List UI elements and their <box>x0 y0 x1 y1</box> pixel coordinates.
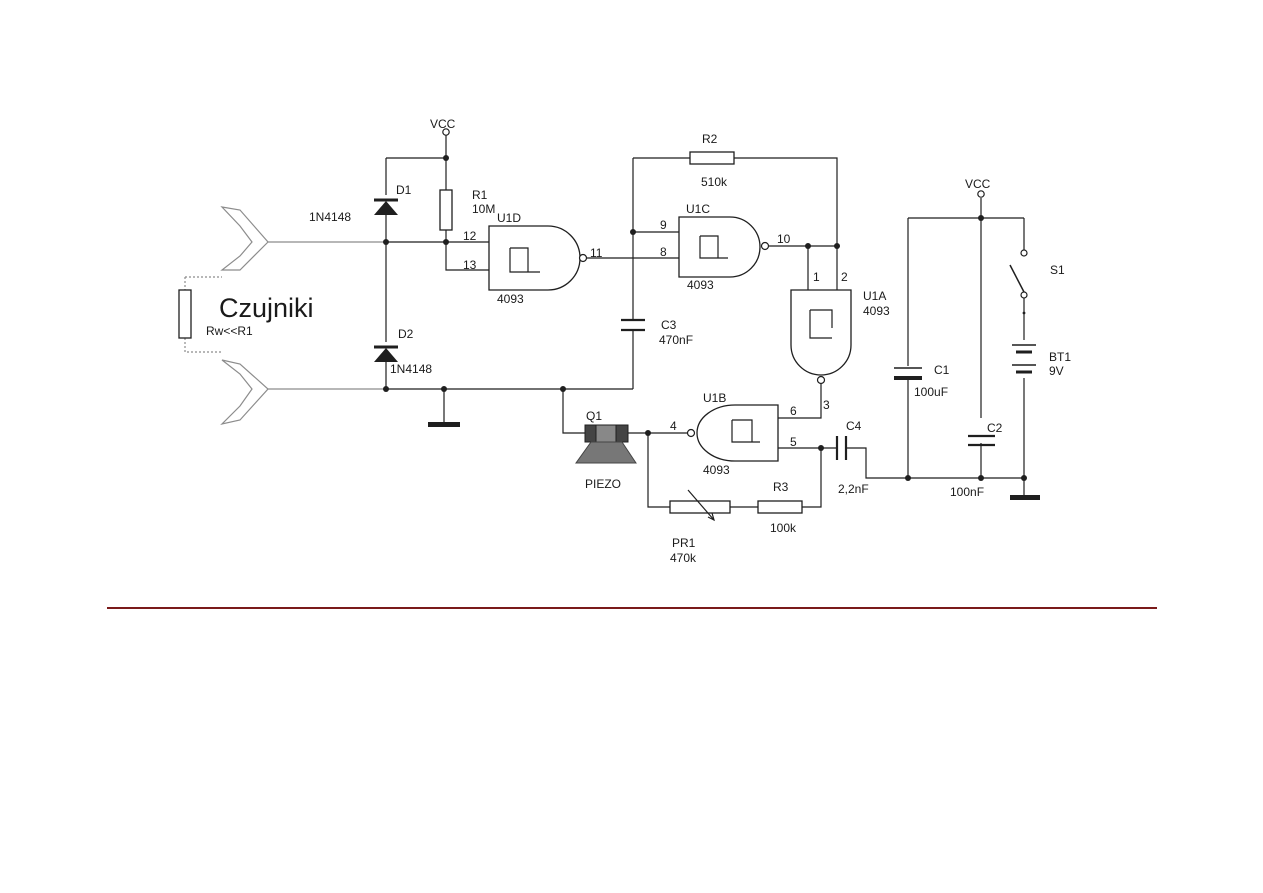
u1d-part: 4093 <box>497 292 524 306</box>
c3-ref: C3 <box>661 318 677 332</box>
r2-ref: R2 <box>702 132 718 146</box>
u1c-ref: U1C <box>686 202 710 216</box>
q1-ref: Q1 <box>586 409 602 423</box>
r1-value: 10M <box>472 202 495 216</box>
d2-ref: D2 <box>398 327 414 341</box>
u1b-pin-a: 6 <box>790 404 797 418</box>
d2-part: 1N4148 <box>390 362 432 376</box>
q1-part: PIEZO <box>585 477 621 491</box>
potentiometer-pr1 <box>669 489 731 522</box>
u1a-pin-a: 1 <box>813 270 820 284</box>
u1d-ref: U1D <box>497 211 521 225</box>
d1-ref: D1 <box>396 183 412 197</box>
u1a-pin-out: 3 <box>823 398 830 412</box>
vcc-left-label: VCC <box>430 117 456 131</box>
pr1-value: 470k <box>670 551 697 565</box>
gate-u1b <box>686 404 779 462</box>
power-wiring <box>907 198 1025 495</box>
c1-ref: C1 <box>934 363 950 377</box>
c3-value: 470nF <box>659 333 693 347</box>
horizontal-rule <box>107 607 1157 609</box>
u1c-pin-a: 9 <box>660 218 667 232</box>
sensor-electrodes <box>220 206 386 426</box>
c1-value: 100uF <box>914 385 948 399</box>
r3-value: 100k <box>770 521 797 535</box>
s1-ref: S1 <box>1050 263 1065 277</box>
u1c-pin-b: 8 <box>660 245 667 259</box>
r2-value: 510k <box>701 175 728 189</box>
bt1-ref: BT1 <box>1049 350 1071 364</box>
u1d-pin-b: 13 <box>463 258 477 272</box>
diode-d1 <box>374 198 398 215</box>
capacitor-c2 <box>968 434 995 447</box>
u1d-pin-out: 11 <box>590 246 603 260</box>
c2-value: 100nF <box>950 485 984 499</box>
sensor-resistor <box>178 276 222 353</box>
vcc-terminal-right <box>977 190 985 198</box>
resistor-r2 <box>689 151 735 165</box>
capacitor-c3 <box>621 318 645 332</box>
u1c-part: 4093 <box>687 278 714 292</box>
gate-u1c <box>678 216 770 278</box>
ground-symbol-left <box>428 422 460 427</box>
u1b-pin-out: 4 <box>670 419 677 433</box>
gate-u1d <box>488 225 588 291</box>
diode-d2 <box>374 345 398 362</box>
u1c-pin-out: 10 <box>777 232 791 246</box>
pr1-ref: PR1 <box>672 536 696 550</box>
d1-part: 1N4148 <box>309 210 351 224</box>
sensor-resistor-label: Rw<<R1 <box>206 324 253 338</box>
u1a-ref: U1A <box>863 289 886 303</box>
battery-bt1 <box>1012 344 1036 374</box>
r3-ref: R3 <box>773 480 789 494</box>
c4-value: 2,2nF <box>838 482 869 496</box>
resistor-r3 <box>757 500 803 514</box>
vcc-right-label: VCC <box>965 177 991 191</box>
u1a-pin-b: 2 <box>841 270 848 284</box>
piezo-q1 <box>575 424 637 464</box>
u1b-pin-b: 5 <box>790 435 797 449</box>
vcc-terminal-left <box>442 128 450 136</box>
r1-ref: R1 <box>472 188 488 202</box>
capacitor-c1 <box>894 367 922 380</box>
resistor-r1 <box>439 189 453 231</box>
u1b-part: 4093 <box>703 463 730 477</box>
sensor-title: Czujniki <box>219 293 314 323</box>
c2-ref: C2 <box>987 421 1003 435</box>
c4-ref: C4 <box>846 419 862 433</box>
gate-u1a <box>790 289 852 385</box>
capacitor-c4 <box>835 436 848 460</box>
ground-symbol-right <box>1010 495 1040 500</box>
u1a-part: 4093 <box>863 304 890 318</box>
bt1-value: 9V <box>1049 364 1064 378</box>
switch-s1 <box>1009 249 1028 315</box>
u1b-wiring <box>562 384 1024 508</box>
u1b-ref: U1B <box>703 391 726 405</box>
mid-wiring <box>587 157 838 389</box>
u1d-pin-a: 12 <box>463 229 477 243</box>
